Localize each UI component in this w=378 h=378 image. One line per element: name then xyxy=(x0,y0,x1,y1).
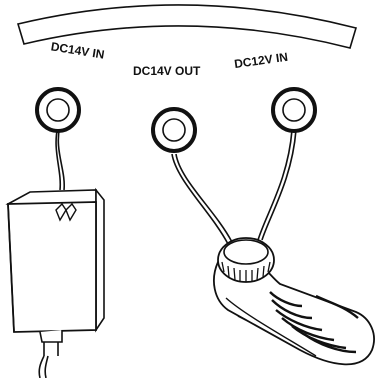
jack-socket-dc14v-out xyxy=(151,107,197,153)
cable-pedal-in xyxy=(261,129,297,241)
cable-pedal-out-2 xyxy=(171,153,229,245)
pedal-knob xyxy=(217,237,275,283)
cable-pedal-in-2 xyxy=(257,129,293,241)
label-dc12v-in: DC12V IN xyxy=(233,50,288,71)
jack-socket-dc12v-in xyxy=(271,87,317,133)
foot-pedal-icon xyxy=(213,237,375,366)
power-adapter-icon xyxy=(5,187,105,378)
label-banner xyxy=(16,4,358,49)
pedal-grip xyxy=(269,291,359,354)
cable-adapter xyxy=(57,125,65,191)
label-dc14v-out: DC14V OUT xyxy=(133,64,201,78)
label-dc14v-in: DC14V IN xyxy=(50,39,106,61)
jack-socket-dc14v-in xyxy=(35,87,81,133)
cable-pedal-out xyxy=(175,153,233,243)
